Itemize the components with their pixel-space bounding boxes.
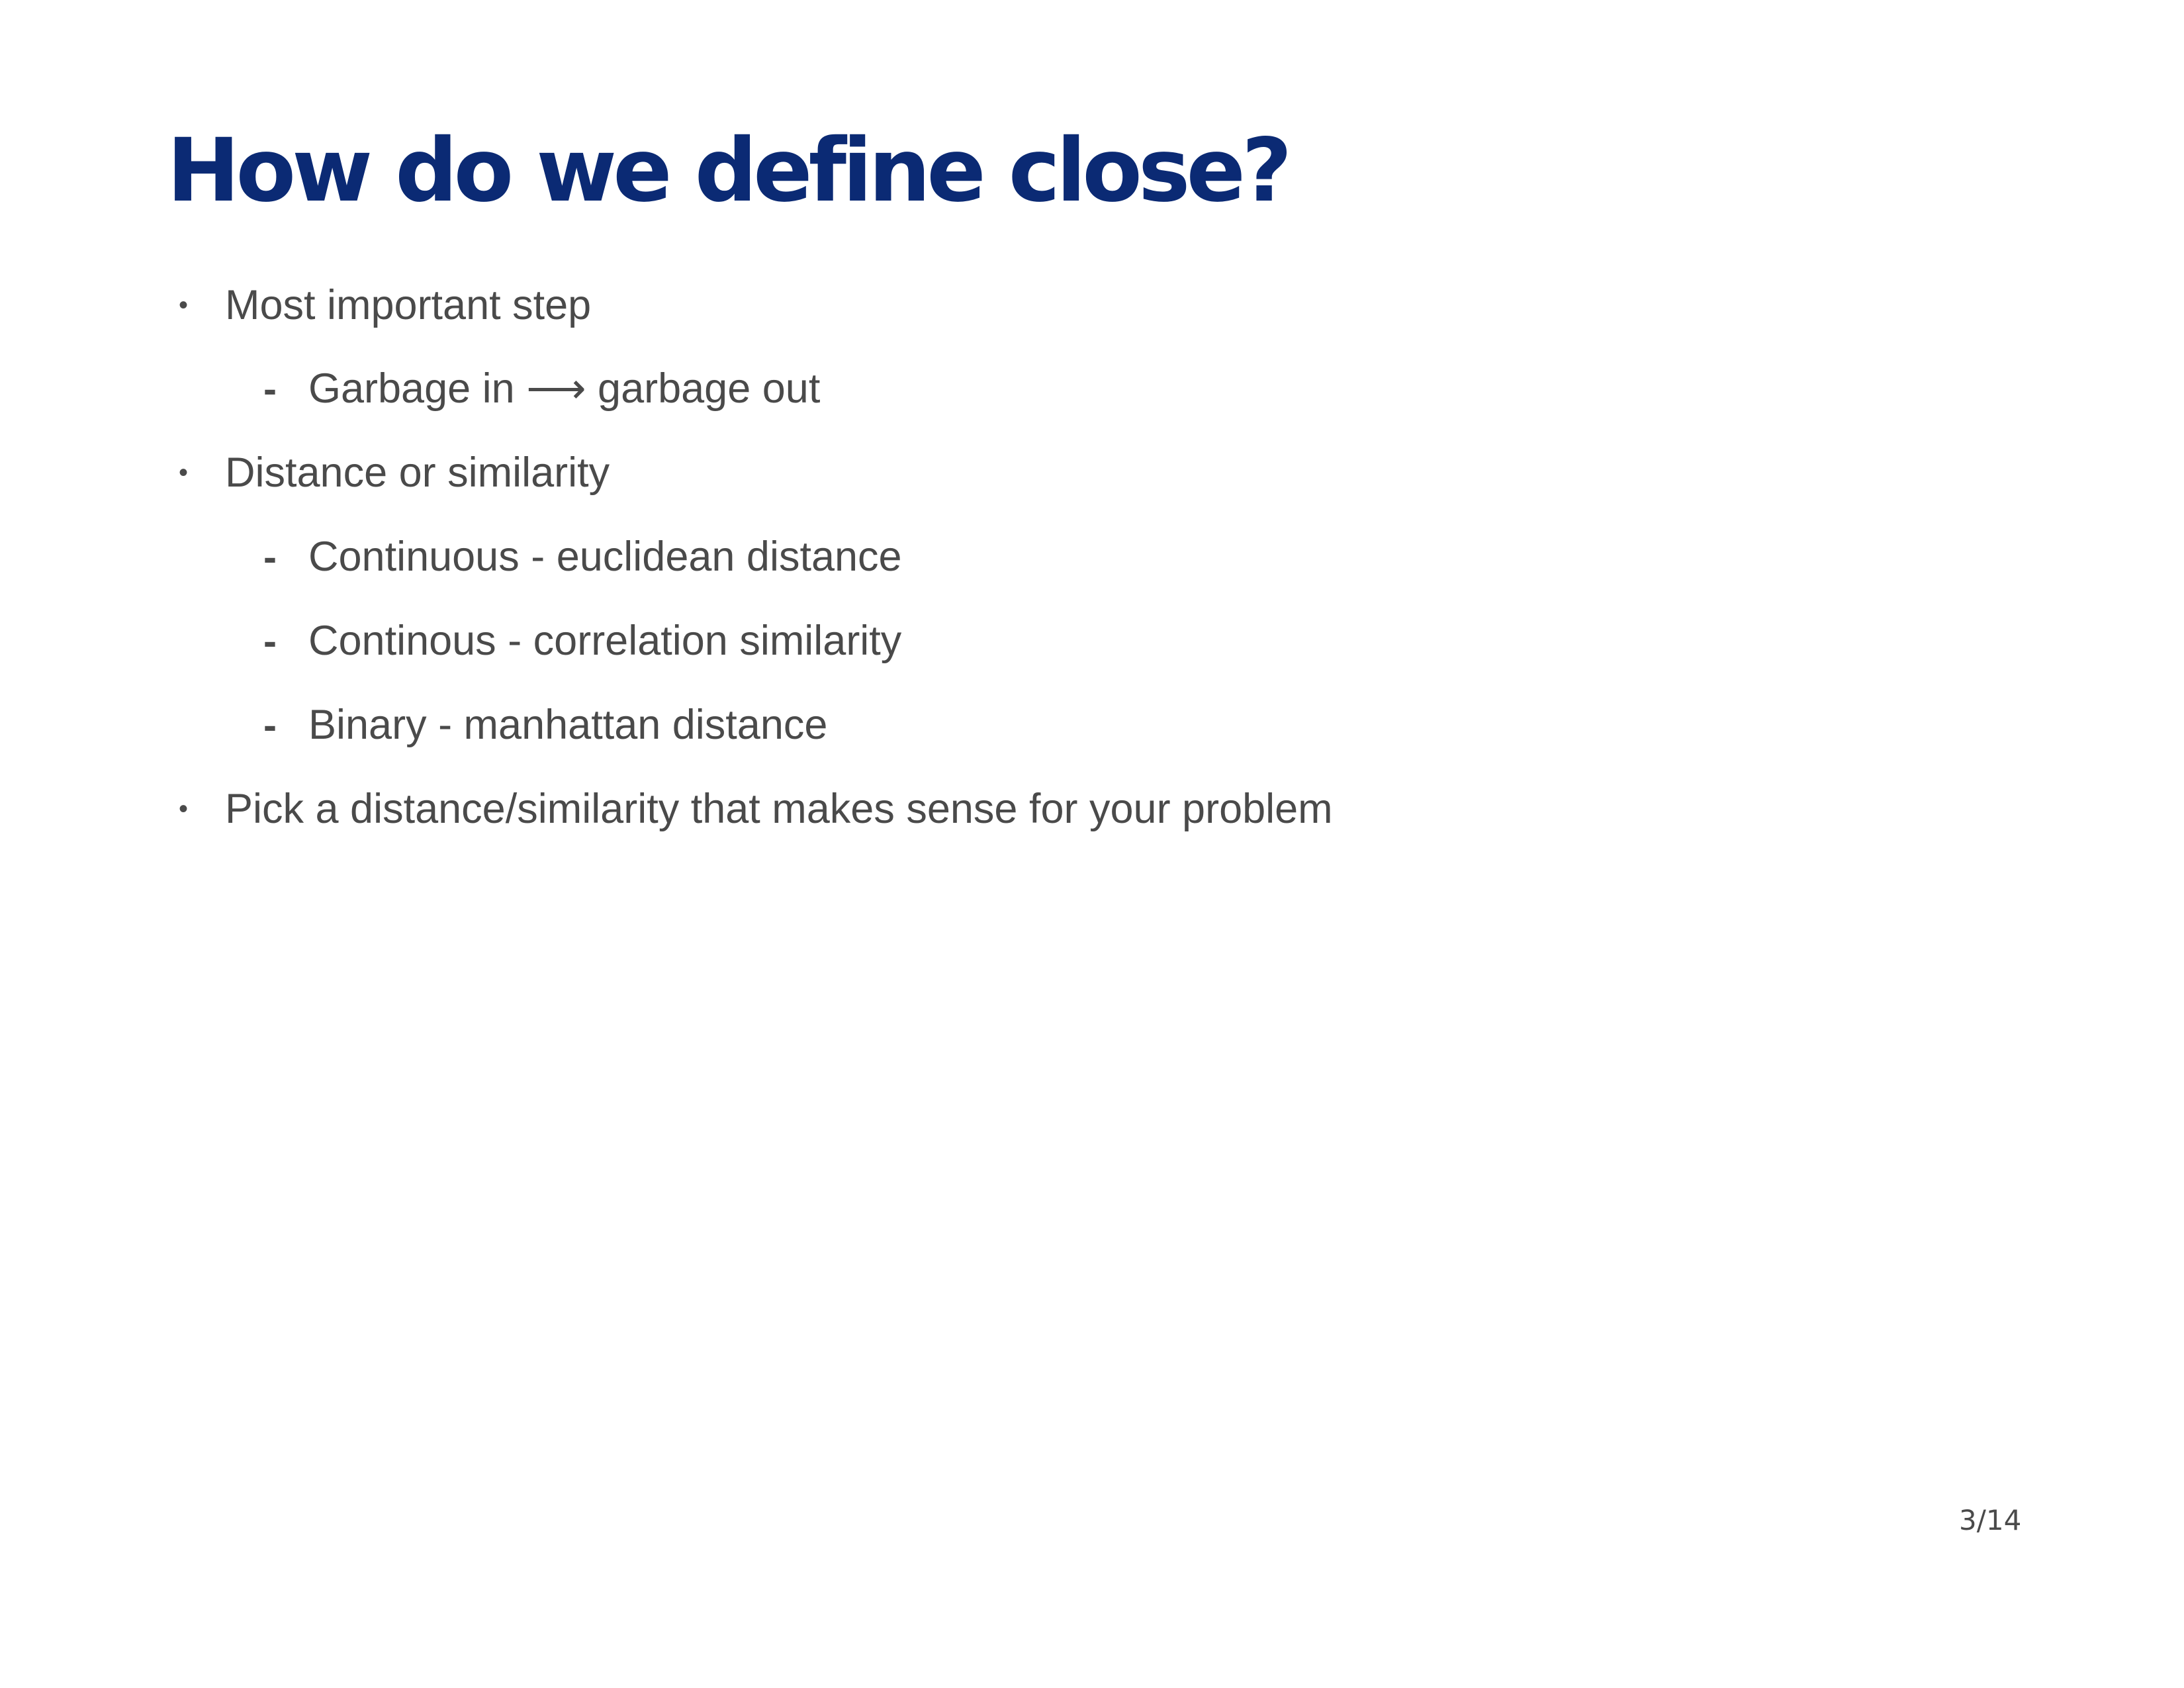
dash-icon: -: [263, 702, 277, 747]
bullet-dot-icon: •: [179, 290, 189, 320]
bullet-item: • Distance or similarity: [179, 436, 610, 509]
dash-icon: -: [263, 618, 277, 663]
sub-bullet-item: - Continuous - euclidean distance: [263, 520, 902, 593]
bullet-text: Most important step: [225, 281, 592, 328]
sub-bullet-text: Continous - correlation similarity: [308, 617, 902, 664]
bullet-item: • Most important step: [179, 269, 591, 342]
bullet-item: • Pick a distance/similarity that makes …: [179, 773, 1333, 845]
bullet-dot-icon: •: [179, 457, 189, 487]
bullet-text: Distance or similarity: [225, 449, 610, 496]
bullet-dot-icon: •: [179, 794, 189, 823]
sub-bullet-item: - Continous - correlation similarity: [263, 604, 901, 677]
sub-bullet-item: - Binary - manhattan distance: [263, 688, 827, 761]
sub-bullet-text: Continuous - euclidean distance: [308, 533, 902, 580]
bullet-text: Pick a distance/similarity that makes se…: [225, 785, 1333, 832]
sub-bullet-text: Garbage in ⟶ garbage out: [308, 365, 821, 412]
sub-bullet-text: Binary - manhattan distance: [308, 701, 828, 748]
slide-title: How do we define close?: [167, 120, 1293, 222]
page-number: 3/14: [1959, 1504, 2022, 1536]
dash-icon: -: [263, 366, 277, 411]
dash-icon: -: [263, 534, 277, 579]
sub-bullet-item: - Garbage in ⟶ garbage out: [263, 352, 820, 425]
